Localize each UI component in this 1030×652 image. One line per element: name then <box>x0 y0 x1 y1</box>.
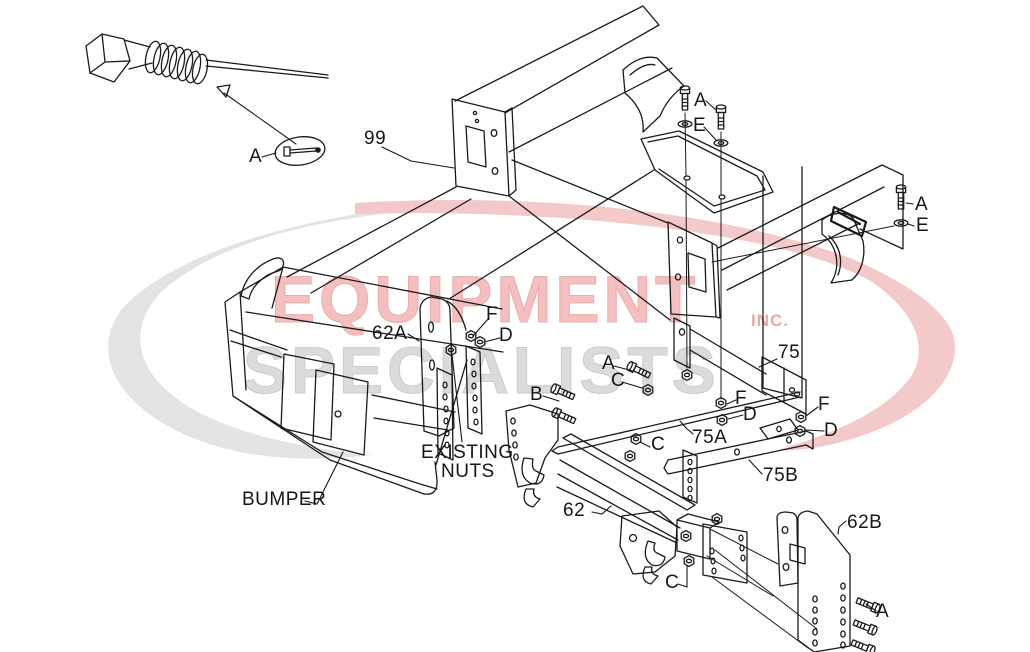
frame-rail-left <box>286 5 673 321</box>
hook-cutout-right <box>644 540 666 567</box>
leader-99 <box>381 146 455 169</box>
label-62b: 62B <box>847 512 882 533</box>
leader-a-right <box>905 202 914 205</box>
detail-bolt-spring <box>85 33 329 85</box>
leader-e-top <box>703 126 717 141</box>
label-detail-a: A <box>249 146 262 167</box>
leader-62b <box>837 520 847 535</box>
label-62a: 62A <box>372 323 407 344</box>
detail-callout <box>216 84 326 166</box>
leader-d-75-right <box>805 429 825 432</box>
leader-bumper <box>304 451 344 505</box>
label-d-75-right: D <box>824 420 838 441</box>
leader-a-62b <box>865 603 877 612</box>
leader-existing-nuts <box>451 354 463 443</box>
leader-lines <box>261 100 915 612</box>
leader-d-75-left <box>727 414 744 420</box>
leader-detail-a <box>261 152 277 158</box>
label-d-62a: D <box>499 325 513 346</box>
leader-f-62a <box>472 317 490 337</box>
line-art <box>85 5 909 652</box>
hook-tip-left <box>523 488 541 508</box>
label-existing: EXISTING <box>421 442 514 463</box>
label-a-right: A <box>915 194 928 215</box>
bumper-outline <box>224 266 504 407</box>
leader-c-62b <box>677 565 688 588</box>
label-f-75-right: F <box>818 394 830 415</box>
label-a-62b: A <box>876 601 889 622</box>
leader-a-top <box>705 100 717 111</box>
leader-62a <box>407 333 420 342</box>
frame-column <box>762 166 803 399</box>
bumper-ribs <box>229 329 456 431</box>
leader-c-mid <box>621 381 643 389</box>
bracket-62b <box>706 510 882 652</box>
label-c-75a: C <box>651 434 665 455</box>
mounting-shelf <box>640 130 774 214</box>
leader-e-right <box>907 223 915 227</box>
leader-62 <box>591 505 612 515</box>
leader-d-62a <box>483 337 501 343</box>
label-e-top: E <box>693 115 706 136</box>
label-99: 99 <box>364 128 386 149</box>
label-75a: 75A <box>692 427 727 448</box>
label-c-62b: C <box>665 572 679 593</box>
leader-75a <box>679 420 694 435</box>
part-labels: A 99 A E A E 62A F D 75 A C B F D F D 75… <box>242 90 929 622</box>
leader-75b <box>748 459 763 475</box>
bumper-end-curl <box>240 257 285 300</box>
label-f-75-left: F <box>735 388 747 409</box>
center-hole-strip <box>682 449 698 504</box>
label-b: B <box>530 384 543 405</box>
frame-end-plate-right <box>667 221 721 319</box>
strap-75a <box>551 383 801 463</box>
leader-b <box>542 395 560 402</box>
bolt-a-top <box>677 85 729 400</box>
label-d-75-left: D <box>743 404 757 425</box>
frame-support-bracket <box>622 56 685 133</box>
crossbar-75 <box>673 317 807 415</box>
hook-cutout-left <box>521 457 545 485</box>
hook-tip-right <box>642 566 659 585</box>
label-c-mid: C <box>611 370 625 391</box>
label-a-top: A <box>694 90 707 111</box>
watermark-word-inc: INC. <box>751 311 789 330</box>
leader-75 <box>758 358 778 368</box>
label-nuts: NUTS <box>441 461 495 482</box>
adapter-plate <box>702 523 748 584</box>
label-a-mid: A <box>602 353 615 374</box>
existing-nut-strips <box>436 345 483 461</box>
label-62: 62 <box>563 500 585 521</box>
label-f-62a: F <box>486 304 498 325</box>
leader-c-75a <box>639 441 651 448</box>
label-75: 75 <box>778 342 800 363</box>
leader-a-mid <box>613 365 634 372</box>
leader-f-75-right <box>805 406 819 417</box>
bracket-62a <box>419 296 486 437</box>
watermark-swoosh-left <box>108 201 470 459</box>
label-bumper: BUMPER <box>242 489 326 510</box>
push-beam-62 <box>505 404 818 649</box>
frame-rail-right <box>717 164 904 291</box>
leader-f-75-left <box>726 399 737 405</box>
receiver-block <box>676 513 720 560</box>
bumper-recess-left <box>280 353 335 441</box>
label-e-right: E <box>916 215 929 236</box>
bolt-a-right <box>711 184 909 263</box>
label-75b: 75B <box>763 465 798 486</box>
bumper-recess-right <box>312 369 369 456</box>
watermark-word-specialists: SPECIALISTS <box>243 333 720 407</box>
frame-end-plate-left <box>451 98 517 197</box>
bumper <box>224 257 504 495</box>
